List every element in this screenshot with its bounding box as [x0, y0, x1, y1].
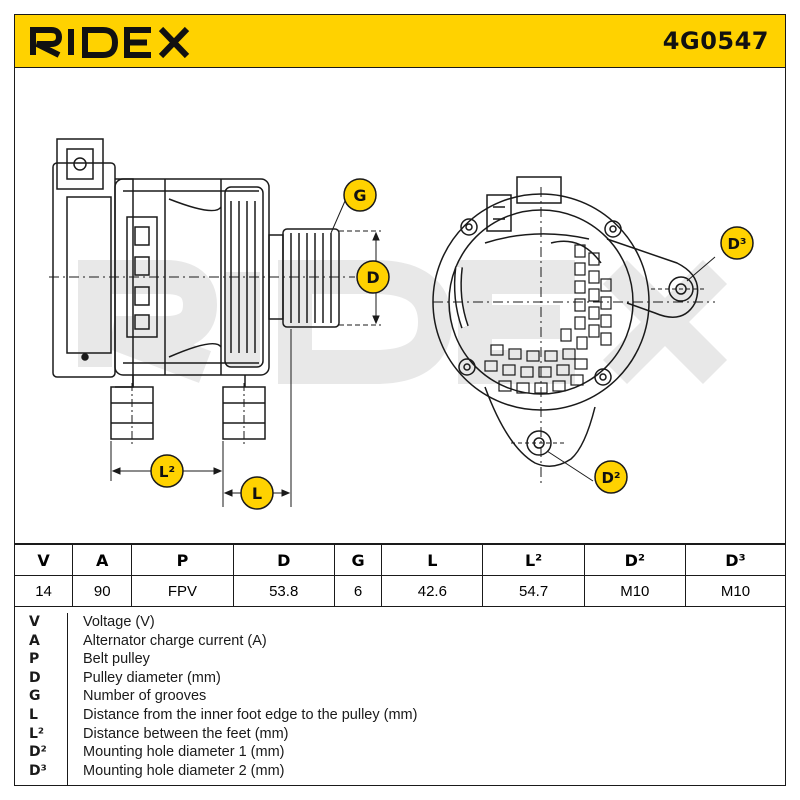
legend-key: A: [29, 632, 40, 649]
svg-text:D³: D³: [727, 235, 746, 253]
spec-value-d: 53.8: [232, 575, 335, 607]
svg-text:D²: D²: [601, 469, 620, 487]
spec-header-l2: L²: [482, 543, 585, 576]
legend-key: D²: [29, 744, 47, 761]
alternator-side-view: [49, 138, 355, 447]
spec-value-g: 6: [333, 575, 383, 607]
spec-value-l: 42.6: [381, 575, 484, 607]
spec-header-d: D: [232, 543, 335, 576]
watermark-logo: [78, 259, 728, 385]
svg-text:L²: L²: [159, 463, 175, 481]
spec-value-d2: M10: [583, 575, 686, 607]
spec-value-d3: M10: [684, 575, 785, 607]
legend-key: G: [29, 688, 41, 705]
spec-value-a: 90: [72, 575, 133, 607]
svg-text:D: D: [366, 268, 379, 287]
legend-item: G Number of grooves: [15, 687, 785, 706]
svg-text:L: L: [252, 484, 262, 503]
badge-d2: D²: [594, 460, 628, 494]
legend-item: D Pulley diameter (mm): [15, 669, 785, 688]
legend-item: A Alternator charge current (A): [15, 632, 785, 651]
legend-text: Number of grooves: [83, 688, 207, 705]
ridex-logo: [30, 26, 190, 59]
legend-key: L: [29, 706, 38, 723]
legend-key: D: [29, 669, 41, 686]
legend-text: Voltage (V): [83, 614, 155, 630]
legend-text: Distance between the feet (mm): [83, 725, 289, 742]
legend-key: V: [29, 614, 40, 630]
spec-header-d2: D²: [583, 543, 686, 576]
legend-text: Distance from the inner foot edge to the…: [83, 706, 418, 723]
alternator-drawing: G D L² L D³ D²: [49, 138, 754, 510]
legend-key: L²: [29, 725, 45, 742]
spec-table: V A P D G L L² D² D³ 14 90 FPV 53.8 6 42…: [15, 543, 785, 607]
spec-value-row: 14 90 FPV 53.8 6 42.6 54.7 M10 M10: [15, 575, 785, 607]
spec-value-v: 14: [15, 575, 74, 607]
badge-d3: D³: [720, 226, 754, 260]
badge-d: D: [356, 260, 390, 294]
legend-key: P: [29, 651, 40, 668]
legend-item: D² Mounting hole diameter 1 (mm): [15, 743, 785, 762]
part-number: 4G0547: [662, 27, 769, 55]
spec-header-l: L: [381, 543, 484, 576]
spec-value-p: FPV: [131, 575, 234, 607]
spec-value-l2: 54.7: [482, 575, 585, 607]
legend-item: P Belt pulley: [15, 650, 785, 669]
spec-header-g: G: [333, 543, 383, 576]
legend-item: L Distance from the inner foot edge to th…: [15, 706, 785, 725]
spec-header-p: P: [131, 543, 234, 576]
alternator-front-view: [432, 176, 715, 487]
spec-header-v: V: [15, 543, 74, 576]
svg-text:G: G: [353, 186, 366, 205]
legend-divider: [67, 613, 68, 785]
legend-text: Belt pulley: [83, 651, 150, 668]
spec-header-row: V A P D G L L² D² D³: [15, 543, 785, 576]
legend-text: Mounting hole diameter 1 (mm): [83, 744, 285, 761]
legend-item: D³ Mounting hole diameter 2 (mm): [15, 762, 785, 781]
dimension-d2-leader: [546, 450, 594, 482]
legend-key: D³: [29, 762, 47, 779]
legend-text: Pulley diameter (mm): [83, 669, 221, 686]
dimension-g-leader: [330, 200, 346, 234]
dimension-d3-leader: [686, 256, 716, 282]
badge-l2: L²: [150, 454, 184, 488]
header-bar: 4G0547: [15, 15, 785, 68]
legend: V Voltage (V) A Alternator charge current …: [15, 613, 785, 785]
badge-l: L: [240, 476, 274, 510]
spec-header-a: A: [72, 543, 133, 576]
legend-text: Alternator charge current (A): [83, 632, 267, 649]
legend-item: L² Distance between the feet (mm): [15, 725, 785, 744]
legend-text: Mounting hole diameter 2 (mm): [83, 762, 285, 779]
badge-g: G: [343, 178, 377, 212]
spec-header-d3: D³: [684, 543, 785, 576]
legend-item: V Voltage (V): [15, 613, 785, 632]
spec-sheet: 4G0547: [14, 14, 786, 786]
